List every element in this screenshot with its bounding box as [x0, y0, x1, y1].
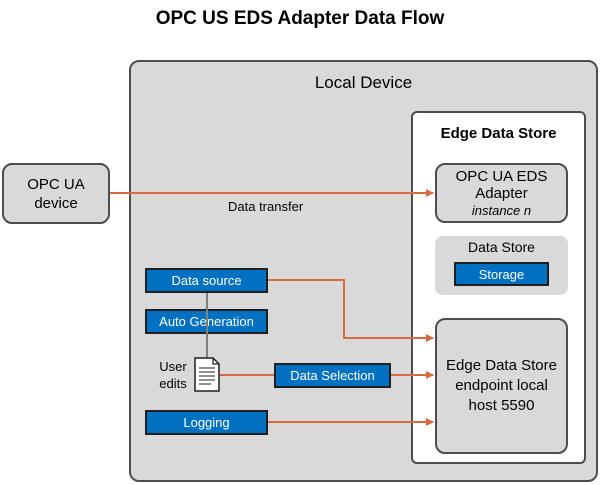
local-device-label: Local Device: [314, 73, 413, 92]
user-edits-line2: edits: [159, 376, 187, 391]
endpoint-line3: host 5590: [468, 397, 535, 414]
diagram-title: OPC US EDS Adapter Data Flow: [155, 8, 445, 29]
adapter-line2: Adapter: [475, 184, 528, 202]
data-source-arrow: [268, 279, 434, 342]
data-transfer-label: Data transfer: [228, 199, 304, 214]
data-source-box: Data source: [145, 268, 268, 293]
adapter-instance: instance n: [471, 202, 532, 218]
data-store-label: Data Store: [468, 239, 535, 255]
user-edits-line1: User: [159, 359, 187, 374]
opc-ua-device-line2: device: [34, 194, 78, 212]
endpoint-box: Edge Data Store endpoint local host 5590: [435, 318, 568, 454]
adapter-line1: OPC UA EDS: [455, 167, 548, 185]
user-edits-label: User edits: [154, 358, 192, 392]
opc-ua-device-box: OPC UA device: [2, 163, 110, 224]
adapter-box: OPC UA EDS Adapter instance n: [435, 163, 568, 223]
document-icon: [194, 357, 220, 392]
data-selection-box: Data Selection: [274, 363, 391, 388]
endpoint-line2: endpoint local: [455, 377, 548, 394]
storage-box: Storage: [454, 262, 549, 286]
endpoint-line1: Edge Data Store: [446, 357, 557, 374]
logging-box: Logging: [145, 410, 268, 435]
opc-ua-device-line1: OPC UA: [27, 175, 85, 193]
edge-data-store-label: Edge Data Store: [440, 125, 557, 142]
